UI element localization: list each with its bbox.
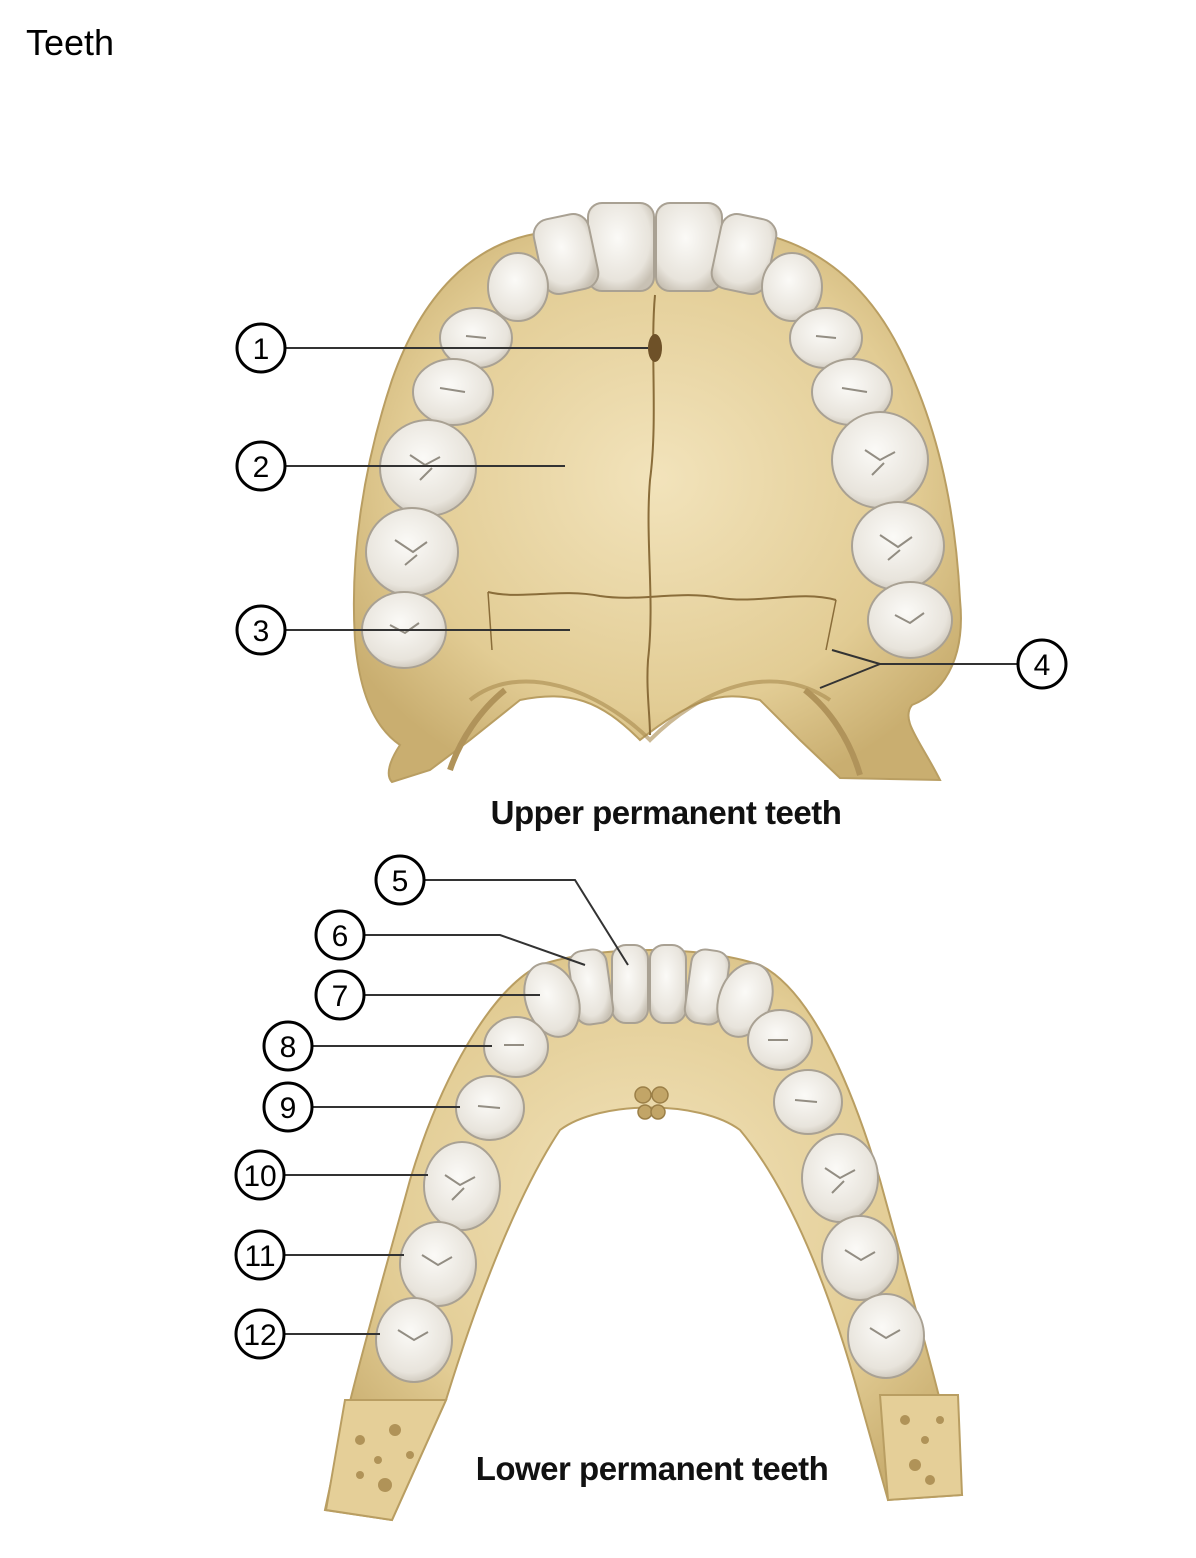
lower-first-premolar-right bbox=[483, 1016, 549, 1078]
callout-label-10: 10 bbox=[243, 1160, 276, 1193]
right-cut-surface bbox=[878, 1394, 964, 1502]
callout-label-3: 3 bbox=[253, 615, 270, 648]
callout-10: 10 bbox=[234, 1149, 286, 1201]
upper-caption: Upper permanent teeth bbox=[491, 794, 842, 831]
lower-central-incisor-left bbox=[649, 944, 687, 1024]
upper-second-premolar-right bbox=[412, 358, 494, 426]
callout-label-8: 8 bbox=[280, 1031, 297, 1064]
upper-callouts: 1 2 3 4 bbox=[235, 322, 1068, 690]
lower-canine-right bbox=[523, 962, 581, 1038]
lower-caption: Lower permanent teeth bbox=[476, 1450, 829, 1487]
lower-first-molar-right bbox=[423, 1141, 501, 1231]
left-cut-surface bbox=[324, 1399, 448, 1522]
callout-label-11: 11 bbox=[244, 1240, 275, 1273]
callout-7: 7 bbox=[314, 969, 366, 1021]
palate-bone bbox=[352, 228, 962, 784]
upper-third-molar-left bbox=[867, 581, 953, 659]
callout-1: 1 bbox=[235, 322, 287, 374]
upper-canine-right bbox=[487, 252, 549, 322]
mental-spines bbox=[634, 1086, 669, 1120]
lower-jaw bbox=[323, 944, 964, 1522]
lower-central-incisor-right bbox=[611, 944, 649, 1024]
callout-11: 11 bbox=[234, 1229, 286, 1281]
callout-label-4: 4 bbox=[1034, 649, 1051, 682]
callout-4: 4 bbox=[1016, 638, 1068, 690]
callout-8: 8 bbox=[262, 1020, 314, 1072]
median-palatine-suture bbox=[646, 294, 656, 736]
lower-callout-circles: 5 6 7 8 9 10 11 12 bbox=[234, 854, 426, 1360]
callout-label-7: 7 bbox=[332, 980, 349, 1013]
callout-2: 2 bbox=[235, 440, 287, 492]
upper-first-molar-right bbox=[379, 419, 477, 517]
callout-label-12: 12 bbox=[243, 1319, 276, 1352]
callout-12: 12 bbox=[234, 1308, 286, 1360]
incisive-fossa bbox=[648, 334, 662, 362]
callout-label-1: 1 bbox=[253, 333, 270, 366]
lower-callouts bbox=[285, 879, 629, 1335]
callout-6: 6 bbox=[314, 909, 366, 961]
page-title: Teeth bbox=[26, 22, 115, 63]
callout-5: 5 bbox=[374, 854, 426, 906]
lower-second-molar-left bbox=[821, 1215, 899, 1301]
upper-canine-left bbox=[761, 252, 823, 322]
lower-fissures bbox=[397, 1039, 901, 1342]
transverse-palatine-suture bbox=[487, 591, 837, 601]
callout-label-6: 6 bbox=[332, 920, 349, 953]
callout-label-2: 2 bbox=[253, 451, 270, 484]
upper-jaw bbox=[352, 202, 962, 784]
lower-third-molar-left bbox=[847, 1293, 925, 1379]
upper-lateral-incisor-right bbox=[532, 212, 600, 296]
callout-label-5: 5 bbox=[392, 865, 409, 898]
callout-label-9: 9 bbox=[280, 1092, 297, 1125]
callout-9: 9 bbox=[262, 1081, 314, 1133]
upper-lateral-incisor-left bbox=[710, 212, 778, 296]
callout-3: 3 bbox=[235, 604, 287, 656]
